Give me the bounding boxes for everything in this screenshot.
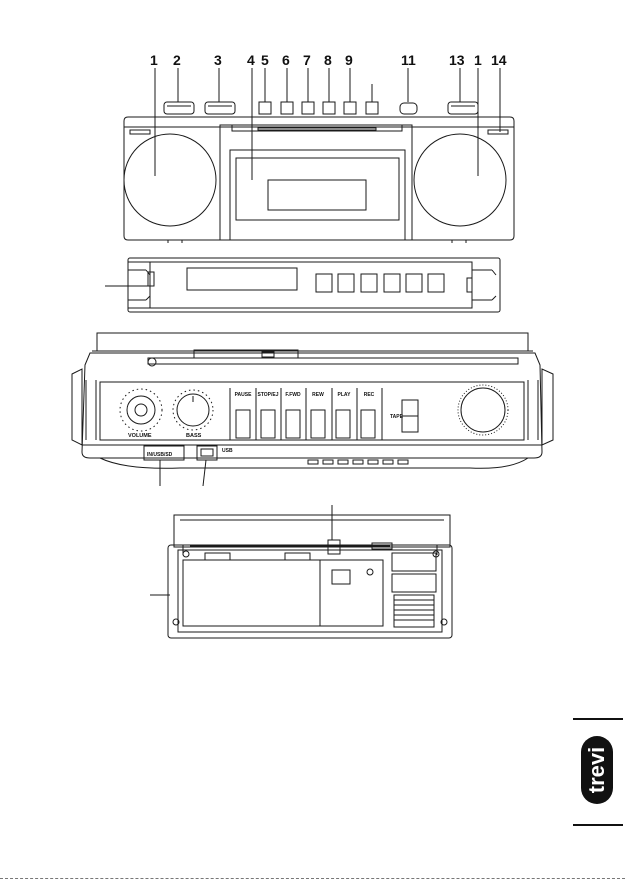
pause-button-label: PAUSE xyxy=(235,392,253,398)
volume-label: VOLUME xyxy=(128,433,152,439)
input-port-label: IN/USB/SD xyxy=(147,452,173,458)
usb-port-label: USB xyxy=(222,448,233,454)
margin-rule-bottom xyxy=(573,824,623,826)
margin-rule-top xyxy=(573,718,623,720)
play-button-label: PLAY xyxy=(338,392,352,398)
plan-view xyxy=(105,258,500,312)
record-button-label: REC xyxy=(364,392,375,398)
stop-eject-button-label: STOP/EJ xyxy=(257,392,278,398)
fast-forward-button-label: F.FWD xyxy=(285,392,301,398)
bass-label: BASS xyxy=(186,433,202,439)
cut-line xyxy=(0,878,625,879)
tape-switch-label: TAPE xyxy=(390,414,404,420)
rewind-button-label: REW xyxy=(312,392,324,398)
rear-view xyxy=(150,505,452,638)
top-view xyxy=(124,68,514,243)
brand-logo-text: trevi xyxy=(584,747,609,793)
brand-logo: trevi xyxy=(581,736,613,804)
front-panel-labels: VOLUME BASS PAUSE STOP/EJ F.FWD REW PLAY… xyxy=(128,392,404,458)
front-view xyxy=(72,333,553,486)
